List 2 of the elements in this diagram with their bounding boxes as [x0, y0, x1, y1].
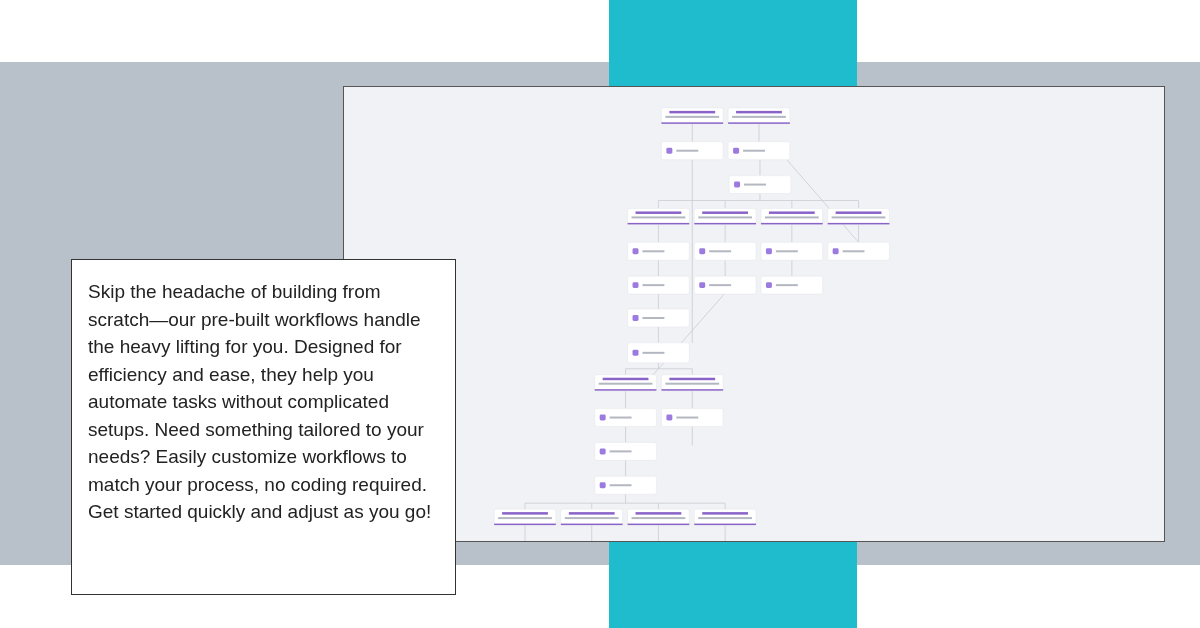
text-card: [71, 259, 456, 595]
description-paragraph: Skip the headache of building from scratch—our pre-built workflows handle the heavy lifting for you. Designed for efficiency and ease, they help you automate tasks without complicated setups. Need something tailored to your needs? Easily customize workflows to match your process, no coding required. Get started quickly and adjust as you go!: [88, 280, 433, 524]
